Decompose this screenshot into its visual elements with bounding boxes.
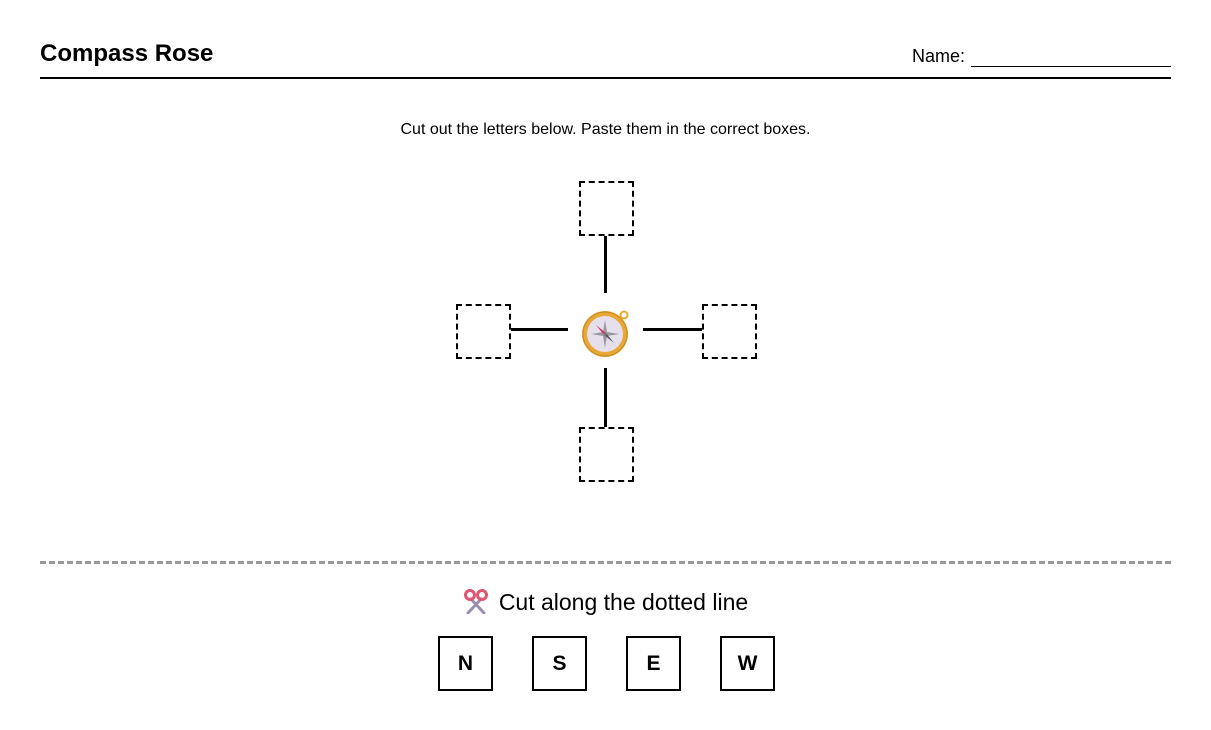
letter-card-e[interactable]: E [626,636,681,691]
answer-box-top[interactable] [579,181,634,236]
compass-icon [579,307,633,361]
name-label: Name: [911,46,965,66]
worksheet-title: Compass Rose [40,40,214,67]
connector-line-top [604,236,607,293]
letter-card-s[interactable]: S [532,636,587,691]
letter-card-w[interactable]: W [720,636,775,691]
cut-instruction: Cut along the dotted line [0,588,1211,616]
cut-caption-text: Cut along the dotted line [498,589,749,615]
answer-box-bottom[interactable] [579,427,634,482]
connector-line-bottom [604,368,607,427]
name-field: Name: [912,45,1171,67]
answer-box-left[interactable] [456,304,511,359]
instruction-text: Cut out the letters below. Paste them in… [400,121,811,138]
header-divider [40,77,1171,79]
connector-line-right [643,328,702,331]
letter-card-n[interactable]: N [438,636,493,691]
connector-line-left [511,328,568,331]
name-blank-line[interactable] [971,50,1171,67]
cut-dotted-line [40,561,1171,564]
answer-box-right[interactable] [702,304,757,359]
scissors-icon [463,588,489,615]
